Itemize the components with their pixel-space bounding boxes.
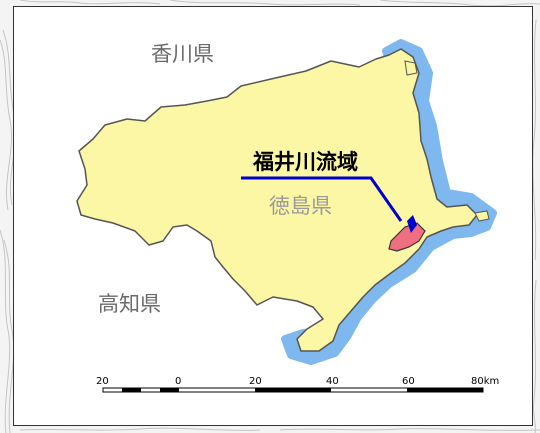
scale-segment-2 <box>160 388 179 392</box>
island-east <box>474 210 490 222</box>
scale-segment-1 <box>122 388 141 392</box>
scale-bar: 20 0 20 40 60 80km <box>96 376 499 393</box>
scale-tick-1: 20 <box>96 376 109 387</box>
map-frame: 香川県 高知県 徳島県 福井川流域 20 0 20 40 60 80km <box>13 6 533 426</box>
scale-segment-4 <box>407 388 483 392</box>
kochi-label: 高知県 <box>98 292 161 316</box>
scale-tick-2: 0 <box>175 376 181 387</box>
river-mark <box>407 215 417 233</box>
scale-tick-6: 80km <box>471 376 499 387</box>
basin-leader-line <box>241 176 403 222</box>
scale-tick-4: 40 <box>326 376 339 387</box>
scale-tick-5: 60 <box>402 376 415 387</box>
tokushima-prefecture <box>76 48 478 352</box>
kagawa-label: 香川県 <box>151 42 214 66</box>
island-north <box>404 60 418 76</box>
tokushima-label: 徳島県 <box>269 194 332 218</box>
basin-label: 福井川流域 <box>252 150 358 174</box>
scale-tick-3: 20 <box>249 376 262 387</box>
map-canvas: 香川県 高知県 徳島県 福井川流域 20 0 20 40 60 80km <box>76 39 499 393</box>
scale-segment-3 <box>255 388 331 392</box>
